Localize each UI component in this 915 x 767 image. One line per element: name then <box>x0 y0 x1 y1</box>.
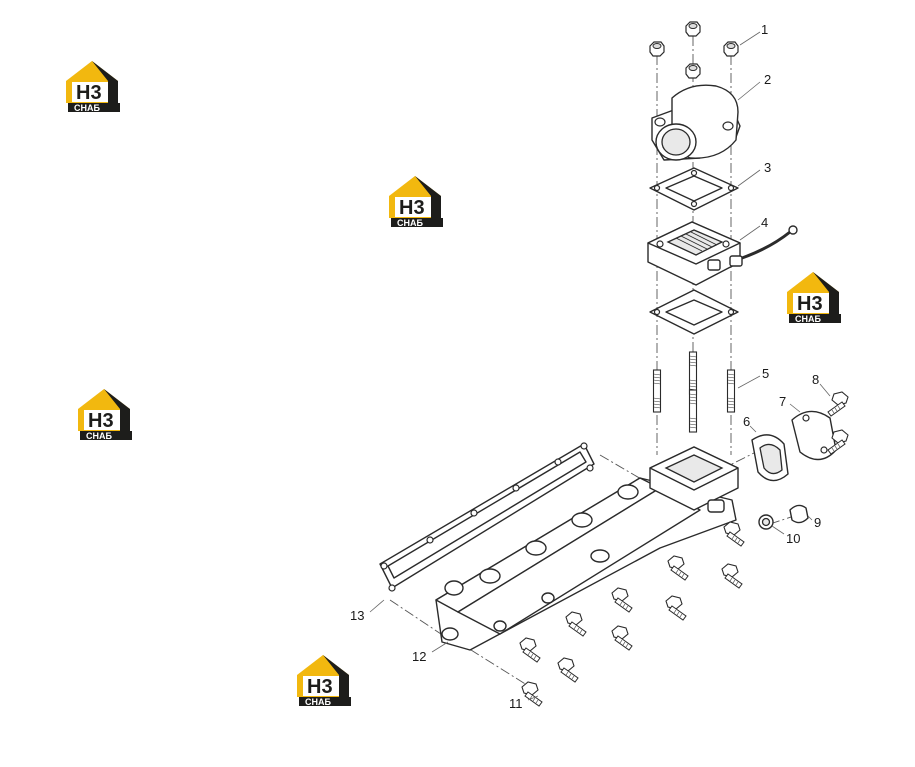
part-5-studs <box>652 351 736 433</box>
callout-leaders <box>369 31 831 701</box>
callout-8: 8 <box>812 372 819 387</box>
callout-13: 13 <box>350 608 364 623</box>
callout-10: 10 <box>786 531 800 546</box>
callout-9: 9 <box>814 515 821 530</box>
watermark-logo: Н3 СНАБ <box>66 61 120 113</box>
watermark-logo: Н3 СНАБ <box>389 176 443 228</box>
callout-7: 7 <box>779 394 786 409</box>
callout-1: 1 <box>761 22 768 37</box>
svg-text:СНАБ: СНАБ <box>74 103 100 113</box>
svg-text:Н3: Н3 <box>399 197 425 219</box>
part-3-gasket <box>649 167 739 211</box>
watermark-logo: Н3 СНАБ <box>78 389 132 441</box>
callout-6: 6 <box>743 414 750 429</box>
svg-text:СНАБ: СНАБ <box>397 218 423 228</box>
part-9-cap <box>789 504 809 524</box>
callout-5: 5 <box>762 366 769 381</box>
svg-text:СНАБ: СНАБ <box>305 697 331 707</box>
svg-text:СНАБ: СНАБ <box>86 431 112 441</box>
callout-11: 11 <box>509 696 523 711</box>
part-6-plate-gasket <box>751 434 789 482</box>
watermark-logo: Н3 СНАБ <box>297 655 351 707</box>
part-7-cover-plate <box>791 410 837 461</box>
callout-2: 2 <box>764 72 771 87</box>
callout-3: 3 <box>764 160 771 175</box>
callout-labels: 1 2 3 4 5 6 7 8 9 10 11 12 13 <box>350 22 821 711</box>
svg-text:СНАБ: СНАБ <box>795 314 821 324</box>
svg-text:Н3: Н3 <box>797 293 823 315</box>
svg-text:Н3: Н3 <box>307 676 333 698</box>
svg-text:Н3: Н3 <box>88 410 114 432</box>
callout-4: 4 <box>761 215 768 230</box>
part-4-heater-block <box>647 221 798 286</box>
part-12-intake-manifold <box>435 446 739 651</box>
part-13-manifold-gasket <box>379 442 595 592</box>
part-2-elbow-pipe <box>651 84 741 161</box>
watermark-logo: Н3 СНАБ <box>787 272 841 324</box>
part-3-gasket-lower <box>649 289 739 335</box>
svg-text:Н3: Н3 <box>76 82 102 104</box>
part-1-nuts <box>649 21 739 79</box>
callout-12: 12 <box>412 649 426 664</box>
part-10-washer <box>758 514 774 530</box>
